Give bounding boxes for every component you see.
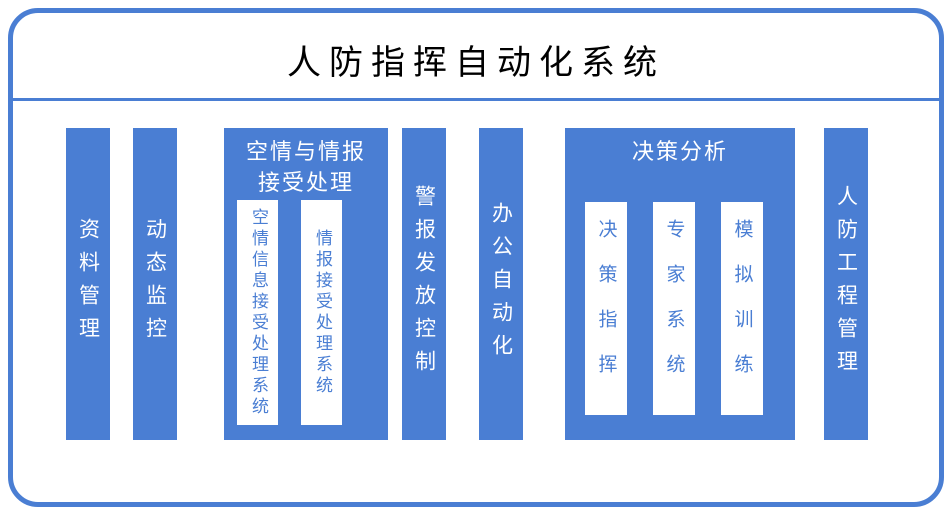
block-alarm-control-label: 警报发放控制 — [412, 185, 437, 383]
block-office-automation: 办公自动化 — [479, 128, 523, 440]
block-decision-analysis-group: 决策分析 决策指挥 专家系统 模拟训练 — [565, 128, 795, 440]
subblock-expert-system: 专家系统 — [651, 200, 697, 417]
block-data-management-label: 资料管理 — [76, 218, 101, 350]
block-dynamic-monitoring-label: 动态监控 — [143, 218, 168, 350]
block-engineering-management-label: 人防工程管理 — [834, 185, 859, 383]
subblock-decision-command: 决策指挥 — [583, 200, 629, 417]
block-air-intel-group: 空情与情报 接受处理 空情信息接受处理系统 情报接受处理系统 — [224, 128, 388, 440]
subblock-decision-command-label: 决策指挥 — [595, 218, 618, 399]
title-divider — [13, 98, 939, 101]
block-air-intel-header: 空情与情报 接受处理 — [245, 140, 366, 196]
block-alarm-control: 警报发放控制 — [402, 128, 446, 440]
subblock-simulation-training-label: 模拟训练 — [731, 218, 754, 399]
block-office-automation-label: 办公自动化 — [489, 201, 514, 367]
block-dynamic-monitoring: 动态监控 — [133, 128, 177, 440]
subblock-air-info-processing-label: 空情信息接受处理系统 — [248, 207, 268, 418]
block-decision-analysis-header: 决策分析 — [631, 140, 728, 165]
subblock-air-info-processing: 空情信息接受处理系统 — [235, 198, 280, 427]
block-data-management: 资料管理 — [66, 128, 110, 440]
subblock-intel-processing: 情报接受处理系统 — [299, 198, 344, 427]
subblock-intel-processing-label: 情报接受处理系统 — [312, 228, 332, 397]
subblock-simulation-training: 模拟训练 — [719, 200, 765, 417]
diagram-title: 人防指挥自动化系统 — [287, 43, 665, 83]
diagram-frame: 人防指挥自动化系统 资料管理 动态监控 空情与情报 接受处理 空情信息接受处理系… — [8, 8, 944, 507]
subblock-expert-system-label: 专家系统 — [663, 218, 686, 399]
block-engineering-management: 人防工程管理 — [824, 128, 868, 440]
